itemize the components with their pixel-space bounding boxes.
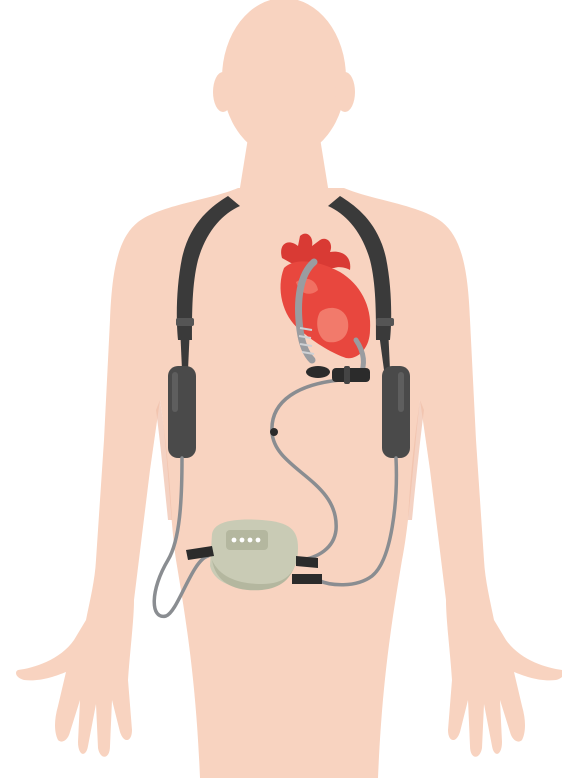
controller-right-connector-top [296,556,318,568]
pump-connector-band [344,366,350,384]
right-battery-highlight [398,372,404,412]
controller-right-connector-bottom [292,574,322,584]
left-buckle [176,318,194,326]
right-buckle [376,318,394,326]
left-battery-highlight [172,372,178,412]
controller-led-3 [248,538,253,543]
right-ear [335,72,355,112]
controller-led-2 [240,538,245,543]
head [222,0,346,158]
body-silhouette [16,0,562,778]
pump-connector [332,368,370,382]
heart-highlight [317,308,348,342]
pump-left-cap [306,366,330,378]
driveline-clip [270,428,278,436]
right-battery [382,366,410,458]
controller-led-1 [232,538,237,543]
controller-led-4 [256,538,261,543]
left-ear [213,72,233,112]
